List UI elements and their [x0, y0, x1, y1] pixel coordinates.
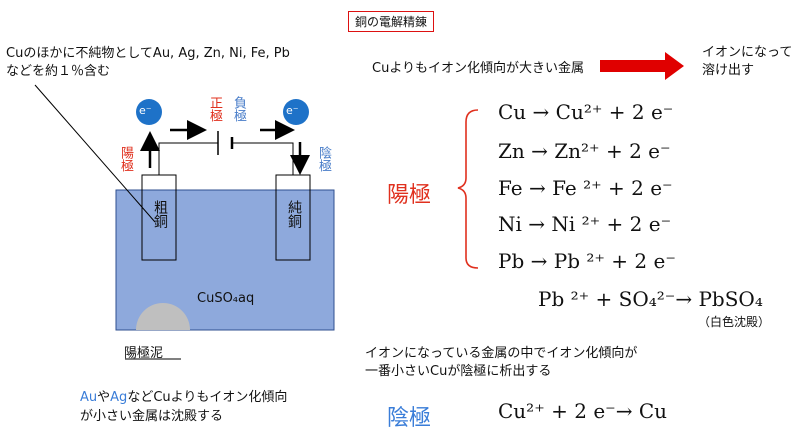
- anode-equation-pb: Pb → Pb ²⁺ + 2 e⁻: [498, 249, 676, 273]
- anode-equation-cu: Cu → Cu²⁺ + 2 e⁻: [498, 100, 674, 124]
- cathode-note-line2: 一番小さいCuが陰極に析出する: [365, 364, 552, 379]
- red-arrow-icon: [600, 52, 684, 80]
- electron-left-icon: [136, 99, 162, 125]
- dissolve-note: イオンになって 溶け出す: [702, 44, 792, 80]
- impurity-note: Cuのほかに不純物としてAu, Ag, Zn, Ni, Fe, Pb などを約１…: [6, 45, 290, 81]
- noble-note-line2: が小さい金属は沈殿する: [80, 409, 224, 424]
- impurity-note-line1: Cuのほかに不純物としてAu, Ag, Zn, Ni, Fe, Pb: [6, 46, 290, 61]
- impurity-pointer-line: [34, 84, 156, 223]
- anode-equation-ni: Ni → Ni ²⁺ + 2 e⁻: [498, 212, 672, 236]
- dissolve-note-line2: 溶け出す: [702, 63, 755, 78]
- ag-text: Ag: [110, 390, 128, 405]
- anode-mud-shape: [136, 303, 190, 330]
- au-text: Au: [80, 390, 98, 405]
- solution-label: CuSO₄aq: [197, 291, 255, 306]
- electron-right-label: e⁻: [286, 104, 299, 117]
- ya-text: や: [97, 390, 111, 405]
- cathode-big-label: 陰極: [387, 406, 432, 431]
- pure-copper-label: 純銅: [286, 200, 302, 228]
- impurity-note-line2: などを約１％含む: [6, 64, 111, 79]
- cathode-note: イオンになっている金属の中でイオン化傾向が 一番小さいCuが陰極に析出する: [365, 345, 637, 381]
- cathode-label: 陰極: [316, 146, 331, 172]
- anode-label: 陽極: [118, 146, 133, 172]
- dissolve-note-line1: イオンになって: [702, 45, 793, 60]
- positive-pole-label: 正極: [207, 96, 222, 122]
- negative-pole-label: 負極: [231, 96, 246, 122]
- noble-metal-note: AuやAgなどCuよりもイオン化傾向 が小さい金属は沈殿する: [80, 388, 287, 426]
- anode-equation-fe: Fe → Fe ²⁺ + 2 e⁻: [498, 176, 673, 200]
- cathode-equation: Cu²⁺ + 2 e⁻→ Cu: [498, 399, 668, 423]
- electron-right-icon: [283, 99, 309, 125]
- cathode-note-line1: イオンになっている金属の中でイオン化傾向が: [365, 346, 638, 361]
- electron-left-label: e⁻: [139, 104, 152, 117]
- wire-right: [232, 142, 294, 175]
- precipitate-equation: Pb ²⁺ + SO₄²⁻→ PbSO₄: [538, 287, 763, 311]
- page-title: 銅の電解精錬: [348, 11, 435, 32]
- anode-equation-zn: Zn → Zn²⁺ + 2 e⁻: [498, 139, 671, 163]
- wire-left: [158, 142, 218, 175]
- anode-brace: [457, 109, 479, 269]
- anode-big-label: 陽極: [387, 183, 432, 208]
- noble-note-rest: などCuよりもイオン化傾向: [127, 390, 288, 405]
- tendency-note: Cuよりもイオン化傾向が大きい金属: [372, 61, 585, 76]
- anode-mud-label: 陽極泥: [124, 346, 164, 361]
- precipitate-note: （白色沈殿）: [698, 315, 771, 329]
- crude-copper-label: 粗銅: [152, 200, 168, 228]
